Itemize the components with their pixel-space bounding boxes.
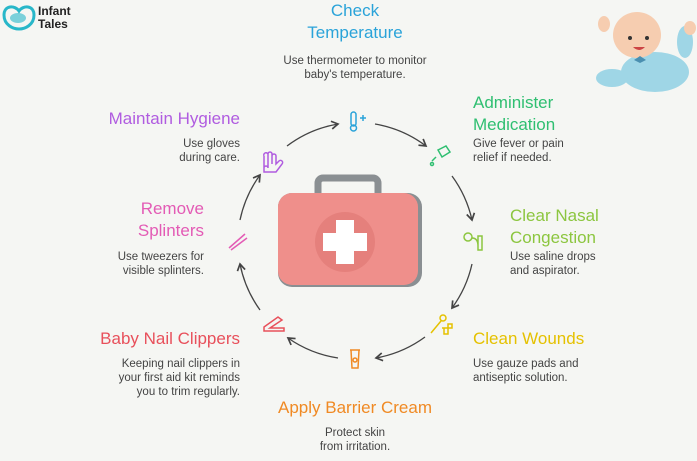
- baby-illustration: [596, 12, 696, 92]
- cream-tube-icon: [350, 349, 360, 369]
- cycle-arrows: [236, 120, 476, 362]
- thermometer-icon: [349, 111, 366, 132]
- nasal-aspirator-icon: [463, 232, 483, 251]
- dropper-icon: [429, 145, 452, 167]
- glove-icon: [263, 151, 284, 173]
- step-hygiene-title: Maintain Hygiene: [108, 109, 240, 128]
- step-cream-title: Apply Barrier Cream: [278, 398, 432, 417]
- first-aid-kit-icon: [278, 174, 422, 287]
- wound-care-icon: [430, 314, 453, 335]
- infant-tales-logo: Infant Tales: [0, 0, 120, 40]
- tweezers-icon: [228, 233, 248, 251]
- nail-clipper-icon: [263, 316, 285, 332]
- step-wounds-title: Clean Wounds: [473, 329, 585, 348]
- step-nail-clippers-title: Baby Nail Clippers: [100, 329, 240, 348]
